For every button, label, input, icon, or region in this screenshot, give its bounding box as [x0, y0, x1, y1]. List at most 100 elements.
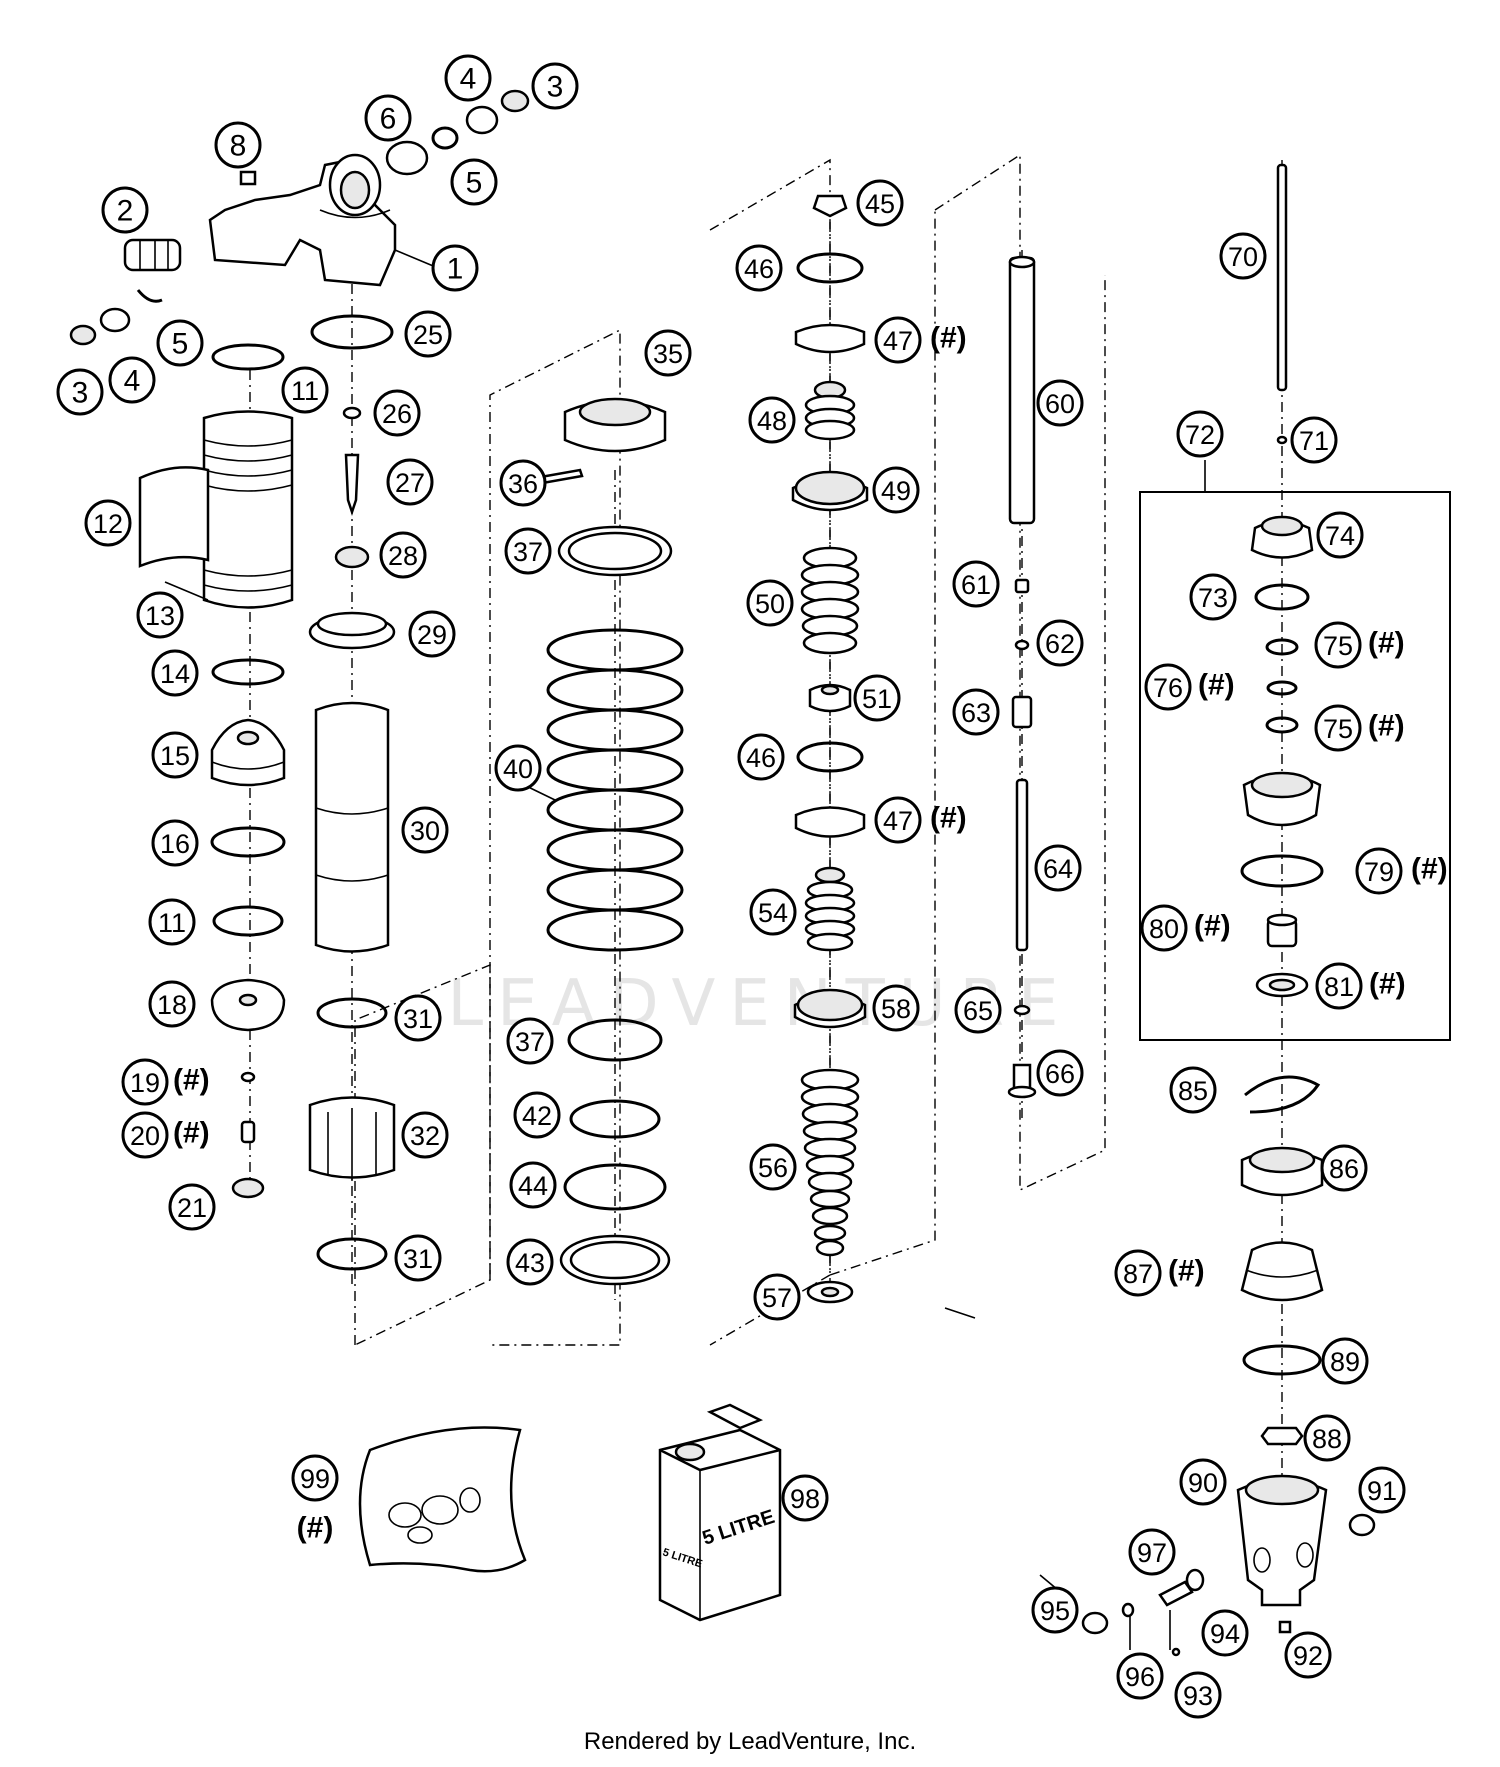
footer-credit: Rendered by LeadVenture, Inc.	[583, 1728, 917, 1755]
callout-circle	[121, 1058, 169, 1106]
part-bladder-87	[1240, 1241, 1324, 1302]
callout-75b: 75(#)	[1314, 704, 1405, 752]
part-seal-28	[334, 545, 370, 569]
callout-circle	[1303, 1414, 1351, 1462]
callout-number: 65	[963, 996, 993, 1026]
callout-2: 2	[101, 186, 149, 234]
callout-number: 45	[865, 189, 895, 219]
callout-number: 16	[160, 829, 190, 859]
callout-number: 4	[460, 63, 477, 96]
part-washer-right	[465, 105, 499, 135]
callout-circle	[749, 1143, 797, 1191]
callout-circle	[1036, 1049, 1084, 1097]
callout-number: 5	[172, 328, 189, 361]
assembly-frames	[354, 153, 1106, 1346]
part-screw-92	[1278, 1620, 1292, 1634]
callout-40: 40	[494, 744, 542, 792]
part-shim-stack-56	[800, 1068, 860, 1257]
callout-number: 57	[762, 1283, 792, 1313]
part-circlip-right	[431, 126, 459, 150]
callout-5a: 5	[156, 319, 204, 367]
callout-circle	[1036, 619, 1084, 667]
callout-number: 25	[413, 320, 443, 350]
callout-number: 61	[961, 570, 991, 600]
part-bushing-80	[1266, 913, 1298, 948]
part-seal-housing	[1242, 771, 1322, 827]
part-separating-piston	[210, 718, 286, 787]
callout-37b: 37	[506, 1017, 554, 1065]
callout-76: 76(#)	[1144, 663, 1235, 711]
callout-75a: 75(#)	[1314, 621, 1405, 669]
callout-12: 12	[84, 499, 132, 547]
part-band-47b	[794, 806, 866, 838]
part-sleeve-63	[1011, 695, 1033, 729]
part-nut-61	[1014, 578, 1030, 594]
part-washer-81	[1255, 972, 1309, 998]
callout-91: 91	[1358, 1466, 1406, 1514]
callout-circle	[531, 62, 579, 110]
part-washer-26	[342, 406, 362, 420]
callout-85: 85	[1169, 1066, 1217, 1114]
callout-circle	[746, 579, 794, 627]
callout-number: 56	[758, 1153, 788, 1183]
callout-number: 13	[145, 601, 175, 631]
callout-circle	[513, 1091, 561, 1139]
callout-26: 26	[373, 389, 421, 437]
callout-29: 29	[408, 610, 456, 658]
callout-number: 71	[1299, 426, 1329, 456]
callout-circle	[1290, 416, 1338, 464]
callout-circle	[644, 329, 692, 377]
callout-37a: 37	[504, 527, 552, 575]
callout-circle	[386, 458, 434, 506]
callout-number: 3	[547, 71, 564, 104]
callout-hash-mark: (#)	[1194, 910, 1231, 943]
callout-30: 30	[401, 806, 449, 854]
part-top-eye-housing	[208, 153, 397, 287]
callout-circle	[148, 898, 196, 946]
callout-86: 86	[1320, 1144, 1368, 1192]
callout-number: 11	[291, 376, 319, 406]
callout-3b: 3	[531, 62, 579, 110]
callout-circle	[379, 531, 427, 579]
callout-number: 37	[515, 1027, 545, 1057]
callout-circle	[291, 1454, 339, 1502]
callout-circle	[404, 310, 452, 358]
callout-number: 48	[757, 406, 787, 436]
callout-number: 90	[1188, 1468, 1218, 1498]
part-sticker	[138, 466, 210, 568]
callout-number: 92	[1293, 1641, 1323, 1671]
callout-number: 46	[744, 254, 774, 284]
callout-20: 20(#)	[121, 1111, 210, 1159]
callout-circle	[444, 54, 492, 102]
part-piston-rod-60	[1008, 255, 1036, 525]
callout-66: 66	[1036, 1049, 1084, 1097]
callout-1: 1	[431, 244, 479, 292]
callout-circle	[1284, 1631, 1332, 1679]
callout-number: 19	[130, 1068, 160, 1098]
callout-number: 88	[1312, 1424, 1342, 1454]
callout-46b: 46	[737, 733, 785, 781]
callout-circle	[748, 396, 796, 444]
callout-circle	[148, 980, 196, 1028]
callout-hash-mark: (#)	[173, 1117, 210, 1150]
part-o-ring-11a	[211, 343, 285, 371]
callout-number: 32	[410, 1121, 440, 1151]
callout-4b: 4	[444, 54, 492, 102]
part-clip-left	[136, 289, 163, 303]
callout-31b: 31	[394, 1234, 442, 1282]
callout-number: 98	[790, 1484, 820, 1514]
callout-92: 92	[1284, 1631, 1332, 1679]
callout-number: 72	[1185, 420, 1215, 450]
callout-hash-mark: (#)	[930, 802, 967, 835]
part-washer-57	[806, 1280, 854, 1304]
callout-number: 28	[388, 541, 418, 571]
part-reservoir-tube-30	[314, 701, 390, 953]
part-bleed-screw	[239, 170, 257, 186]
callout-circle	[872, 466, 920, 514]
callout-98: 98	[781, 1474, 829, 1522]
callout-circle	[499, 459, 547, 507]
callout-circle	[1314, 621, 1362, 669]
callout-circle	[281, 366, 329, 414]
callout-circle	[214, 121, 262, 169]
